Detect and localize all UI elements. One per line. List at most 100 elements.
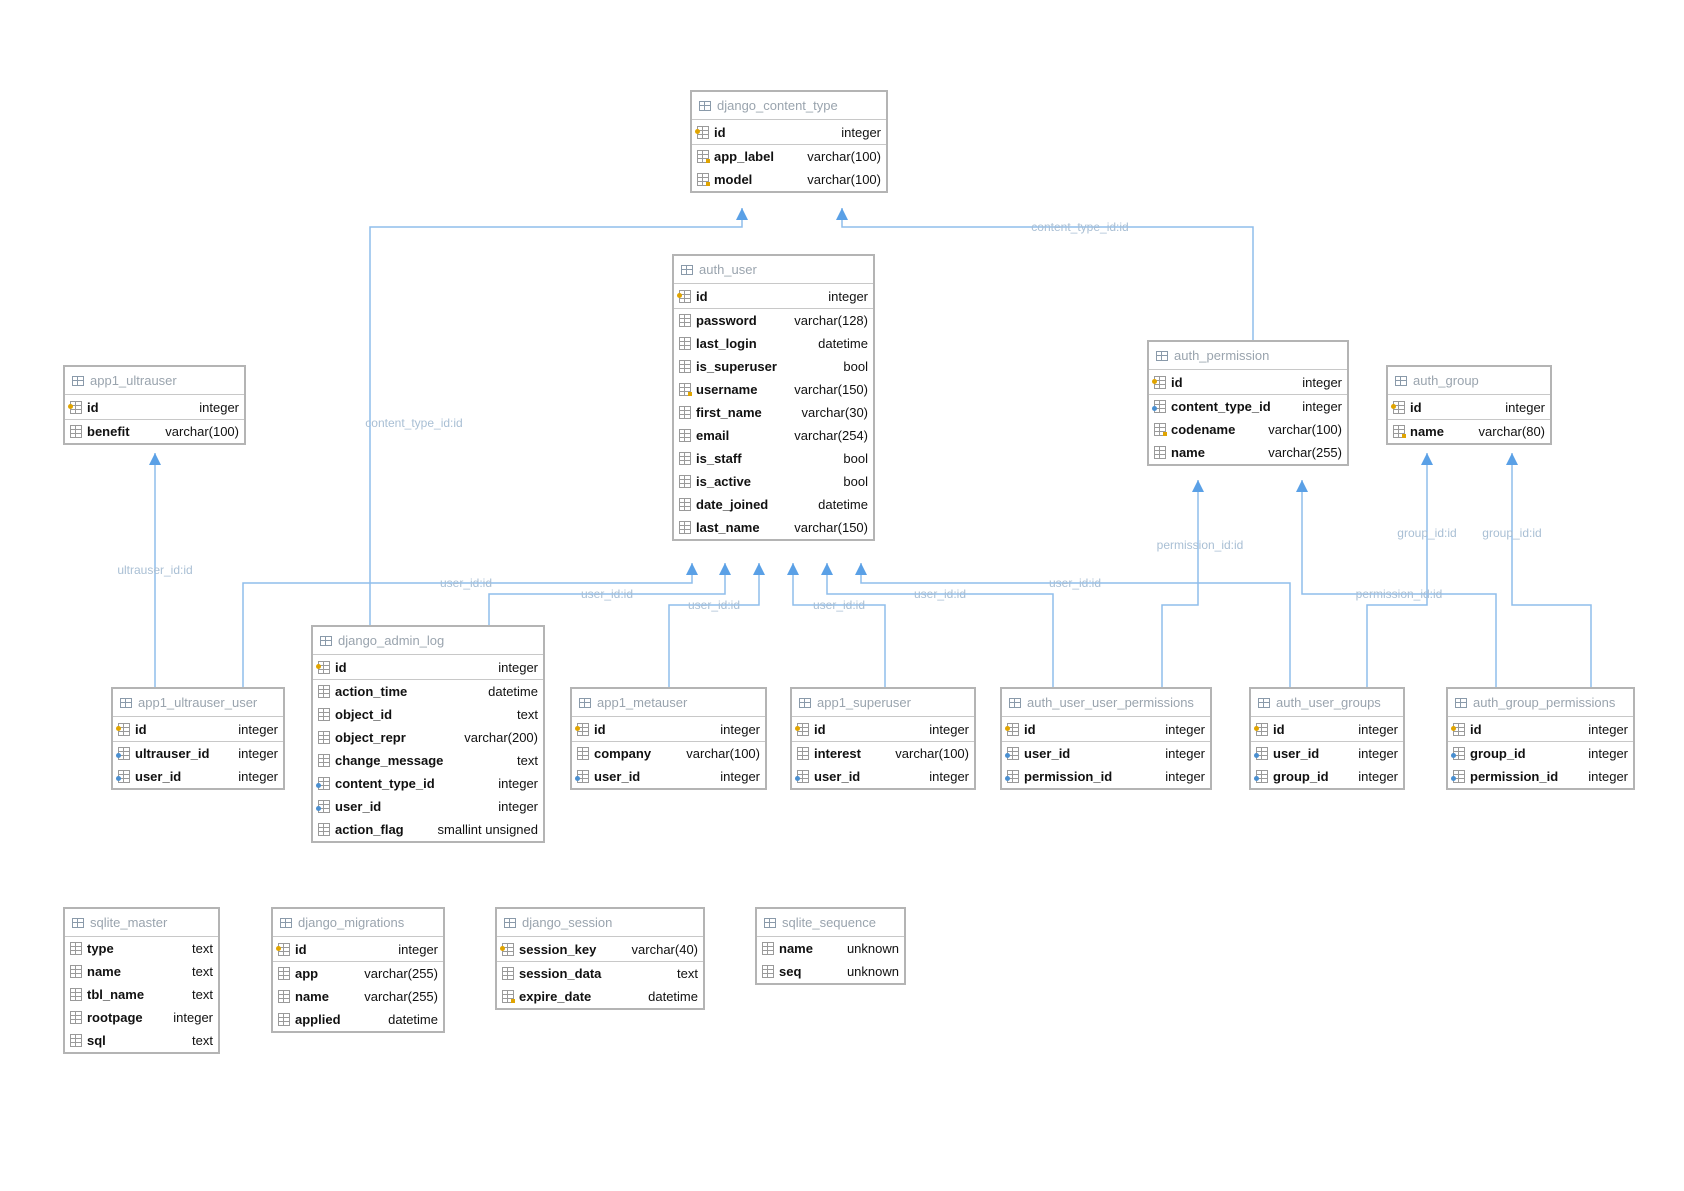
table-header[interactable]: auth_user	[674, 256, 873, 284]
table-header[interactable]: app1_ultrauser_user	[113, 689, 283, 717]
table-header[interactable]: django_admin_log	[313, 627, 543, 655]
primary-key-icon	[116, 722, 130, 736]
table-header[interactable]: app1_ultrauser	[65, 367, 244, 395]
table-header[interactable]: app1_superuser	[792, 689, 974, 717]
table-header[interactable]: sqlite_sequence	[757, 909, 904, 937]
column-name: id	[1470, 721, 1482, 737]
table-header[interactable]: auth_user_user_permissions	[1002, 689, 1210, 717]
table-header[interactable]: auth_user_groups	[1251, 689, 1403, 717]
table-header[interactable]: auth_group	[1388, 367, 1550, 395]
table-header[interactable]: auth_permission	[1149, 342, 1347, 370]
table-header[interactable]: auth_group_permissions	[1448, 689, 1633, 717]
table-header[interactable]: django_migrations	[273, 909, 443, 937]
table-header[interactable]: app1_metauser	[572, 689, 765, 717]
relation-line	[826, 563, 1054, 687]
table-header[interactable]: sqlite_master	[65, 909, 218, 937]
table-header[interactable]: django_content_type	[692, 92, 886, 120]
table-icon	[699, 100, 711, 111]
arrowhead-icon	[753, 563, 765, 575]
table-header[interactable]: django_session	[497, 909, 703, 937]
arrowhead-icon	[1506, 453, 1518, 465]
